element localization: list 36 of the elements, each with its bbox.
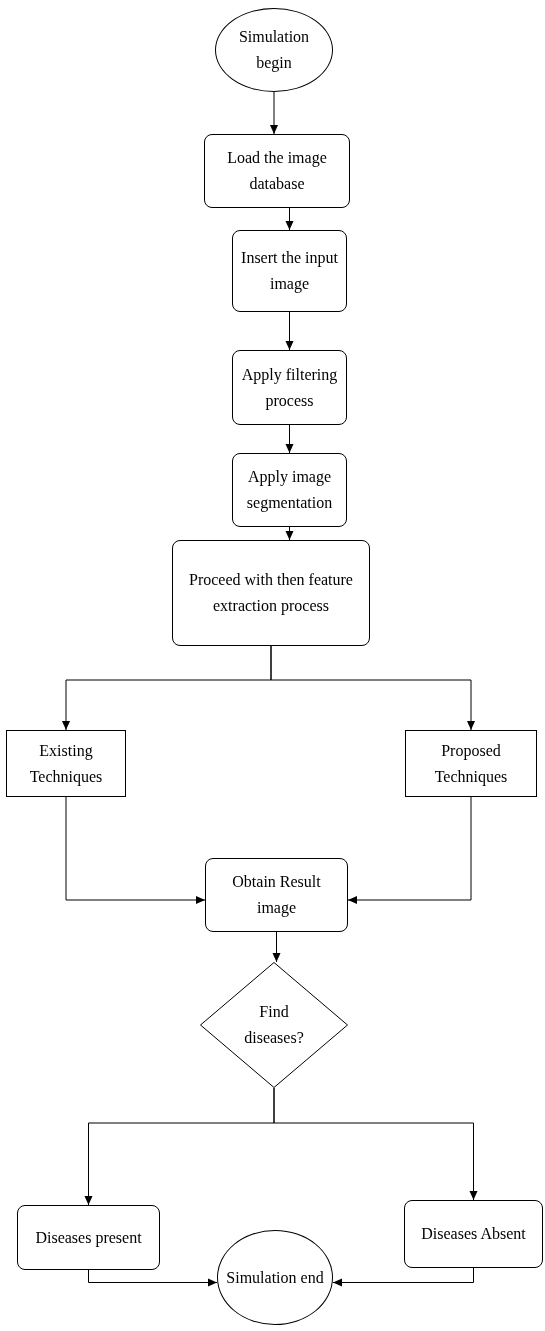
process-box	[6, 730, 126, 797]
node-label: Obtain Result image	[231, 872, 322, 919]
node-label: Existing Techniques	[28, 740, 104, 788]
process-box	[204, 134, 350, 208]
arrow	[270, 91, 278, 135]
arrow	[88, 1269, 218, 1287]
process-box	[17, 1205, 160, 1270]
node-label: Proposed Techniques	[433, 740, 509, 788]
process-box	[172, 540, 370, 646]
node-label: Diseases Absent	[421, 1224, 526, 1244]
decision-diamond	[200, 962, 348, 1088]
process-box	[232, 230, 347, 312]
node-label: Simulation begin	[237, 27, 311, 74]
node-label: Apply image segmentation	[245, 467, 334, 514]
arrow	[285, 424, 294, 454]
arrow	[285, 311, 294, 351]
arrow	[347, 796, 472, 904]
process-box	[232, 453, 347, 527]
process-box	[404, 1200, 543, 1268]
node-label: Find diseases?	[243, 1002, 305, 1048]
arrow	[272, 931, 281, 963]
arrow	[273, 1087, 478, 1201]
node-label: Apply filtering process	[241, 364, 338, 412]
arrow	[285, 207, 294, 231]
arrow	[332, 1267, 474, 1287]
process-box	[205, 858, 348, 932]
arrow	[65, 796, 206, 904]
process-box	[405, 730, 537, 797]
process-box	[232, 350, 347, 425]
node-label: Proceed with then feature extraction process	[188, 570, 354, 617]
node-label: Insert the input image	[241, 248, 338, 295]
arrow	[270, 645, 475, 731]
node-label: Diseases present	[35, 1227, 142, 1249]
node-label: Load the image database	[226, 148, 328, 194]
arrow	[285, 526, 294, 541]
node-label: Simulation end	[226, 1267, 324, 1288]
